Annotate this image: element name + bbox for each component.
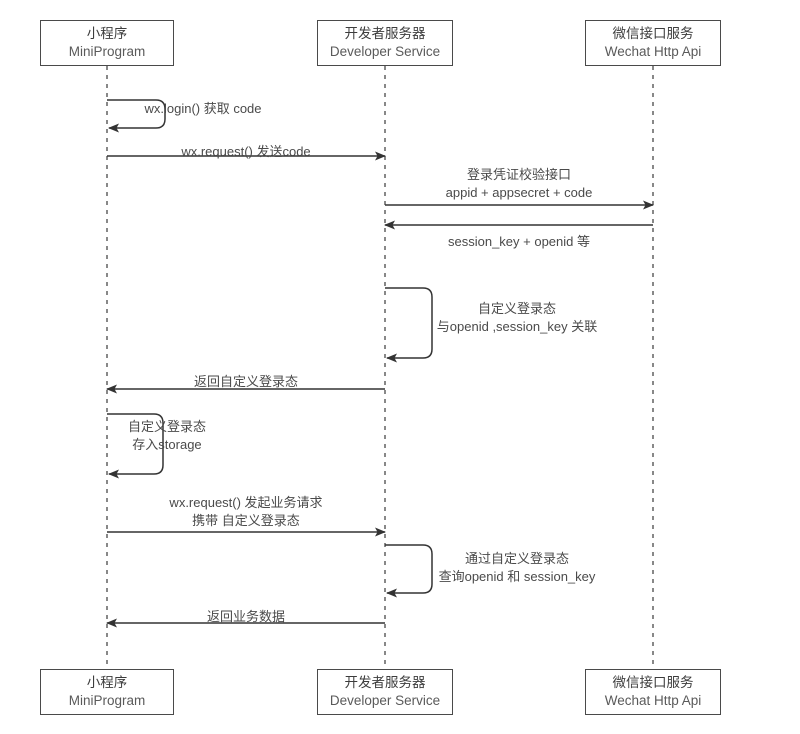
actor-name-en: Wechat Http Api [604, 44, 702, 59]
message-label-line: wx.login() 获取 code [144, 101, 262, 116]
actor-name-en: Developer Service [329, 693, 441, 708]
self-message-loop-msg-7[interactable] [107, 413, 164, 479]
actor-name-cn: 微信接口服务 [612, 26, 694, 42]
actor-name-cn: 开发者服务器 [344, 675, 426, 691]
message-label-line: 返回业务数据 [206, 609, 286, 624]
message-label-line: appid + appsecret + code [445, 184, 593, 200]
actor-box-wechat-http-api-top[interactable]: 微信接口服务 Wechat Http Api [585, 20, 721, 66]
actor-box-wechat-http-api-bottom[interactable]: 微信接口服务 Wechat Http Api [585, 669, 721, 715]
message-label-line: session_key + openid 等 [447, 234, 591, 249]
actor-box-miniprogram-bottom[interactable]: 小程序 MiniProgram [40, 669, 174, 715]
lifelines-group [106, 66, 654, 669]
message-label-msg-6: 返回自定义登录态 [194, 373, 298, 391]
message-label-line: 存入storage [132, 436, 202, 452]
message-label-msg-8: wx.request() 发起业务请求携带 自定义登录态 [169, 494, 322, 529]
actor-box-miniprogram-top[interactable]: 小程序 MiniProgram [40, 20, 174, 66]
actor-name-cn: 开发者服务器 [344, 26, 426, 42]
actor-name-cn: 微信接口服务 [612, 675, 694, 691]
message-label-msg-5: 自定义登录态与openid ,session_key 关联 [437, 300, 597, 335]
self-message-loop-msg-5[interactable] [385, 287, 433, 363]
message-label-line: wx.request() 发送code [181, 144, 311, 159]
actor-name-cn: 小程序 [86, 675, 128, 691]
actor-name-cn: 小程序 [86, 26, 128, 42]
message-label-line: 登录凭证校验接口 [466, 167, 572, 182]
message-label-line: 通过自定义登录态 [464, 551, 569, 566]
message-label-line: 返回自定义登录态 [193, 374, 299, 389]
actor-name-en: Developer Service [329, 44, 441, 59]
message-label-line: 携带 自定义登录态 [192, 512, 300, 528]
actor-box-developer-service-top[interactable]: 开发者服务器 Developer Service [317, 20, 453, 66]
self-message-loop-msg-1[interactable] [107, 99, 166, 133]
message-label-line: 自定义登录态 [477, 301, 557, 316]
message-label-msg-10: 返回业务数据 [207, 608, 285, 626]
message-label-msg-3: 登录凭证校验接口 appid + appsecret + code [446, 166, 593, 201]
message-label-msg-1: wx.login() 获取 code [144, 100, 261, 118]
actor-name-en: Wechat Http Api [604, 693, 702, 708]
actor-name-en: MiniProgram [68, 693, 146, 708]
message-label-line: wx.request() 发起业务请求 [169, 495, 323, 510]
message-label-line: 与openid ,session_key 关联 [436, 318, 598, 334]
message-label-msg-2: wx.request() 发送code [181, 143, 310, 161]
actor-box-developer-service-bottom[interactable]: 开发者服务器 Developer Service [317, 669, 453, 715]
actor-name-en: MiniProgram [68, 44, 146, 59]
message-label-msg-7: 自定义登录态存入storage [128, 418, 206, 453]
message-label-line: 查询openid 和 session_key [438, 568, 596, 584]
message-label-msg-4: session_key + openid 等 [448, 233, 590, 251]
self-message-loop-msg-9[interactable] [385, 544, 433, 598]
message-label-msg-9: 通过自定义登录态查询openid 和 session_key [439, 550, 596, 585]
message-label-line: 自定义登录态 [127, 419, 207, 434]
arrows-group [106, 99, 654, 628]
